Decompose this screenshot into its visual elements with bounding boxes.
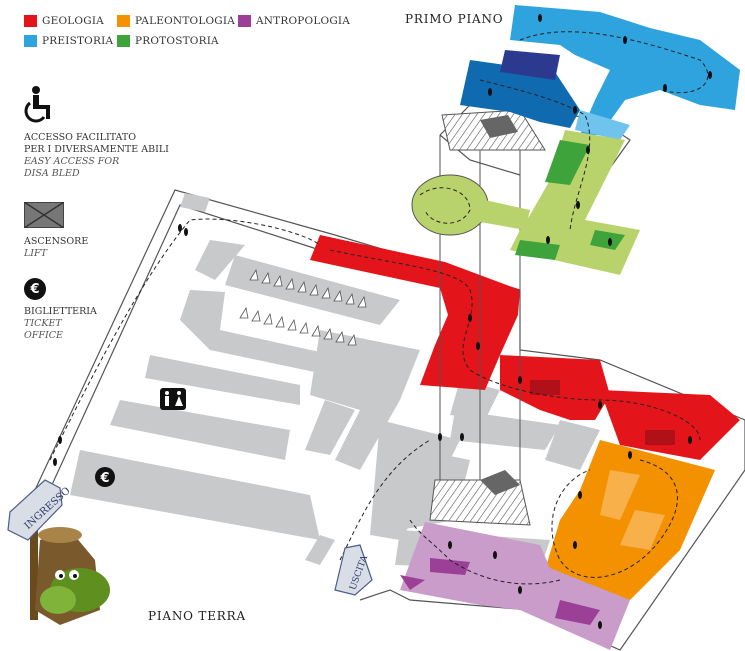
ticket-info: BIGLIETTERIA TICKET OFFICE [24, 306, 97, 342]
euro-icon: € [24, 278, 46, 300]
legend-geologia: GEOLOGIA [24, 15, 104, 27]
euro-symbol: € [30, 281, 40, 297]
ground-floor-walls [70, 193, 600, 570]
legend-preistoria: PREISTORIA [24, 35, 113, 47]
accessibility-info: ACCESSO FACILITATO PER I DIVERSAMENTE AB… [24, 132, 169, 180]
restroom-icon [160, 388, 186, 410]
legend-swatch [238, 15, 251, 27]
legend-label: ANTROPOLOGIA [256, 15, 351, 27]
ticket-label: BIGLIETTERIA [24, 306, 97, 317]
accessibility-line2: PER I DIVERSAMENTE ABILI [24, 144, 169, 155]
legend-antropologia: ANTROPOLOGIA [238, 15, 350, 27]
visitor-path [49, 31, 709, 585]
antropologia-area [400, 522, 630, 650]
legend-label: GEOLOGIA [42, 15, 104, 27]
wheelchair-icon [24, 86, 50, 123]
lift-label: ASCENSORE [24, 236, 89, 247]
bench-rows [239, 268, 367, 346]
ground-floor-label: PIANO TERRA [148, 609, 246, 623]
mascot-stump [35, 527, 110, 625]
first-stairs [441, 109, 546, 151]
legend-label: PREISTORIA [42, 35, 114, 47]
legend-swatch [117, 15, 130, 27]
geologia-area [310, 235, 740, 460]
protostoria-area [411, 130, 640, 275]
legend-label: PROTOSTORIA [135, 35, 219, 47]
lift-en: LIFT [24, 248, 47, 259]
ticket-office-marker: € [95, 467, 115, 487]
ground-floor-outline [34, 189, 745, 651]
legend-protostoria: PROTOSTORIA [117, 35, 219, 47]
entrance-sign [7, 479, 63, 620]
ticket-en1: TICKET [24, 318, 62, 329]
lift-info: ASCENSORE LIFT [24, 236, 88, 260]
legend-swatch [117, 35, 130, 47]
legend-label: PALEONTOLOGIA [135, 15, 236, 27]
ground-stairs [429, 470, 531, 526]
svg-text:€: € [99, 471, 109, 486]
footprints [53, 14, 712, 629]
legend-paleontologia: PALEONTOLOGIA [117, 15, 235, 27]
legend-swatch [24, 35, 37, 47]
accessibility-line1: ACCESSO FACILITATO [24, 132, 136, 143]
exit-sign [334, 544, 373, 596]
preistoria-area [460, 5, 740, 140]
ticket-en2: OFFICE [24, 330, 63, 341]
elevator-icon [24, 202, 64, 228]
first-floor-label: PRIMO PIANO [405, 12, 504, 26]
legend-swatch [24, 15, 37, 27]
accessibility-en2: DISA BLED [24, 168, 80, 179]
accessibility-en1: EASY ACCESS FOR [24, 156, 120, 167]
